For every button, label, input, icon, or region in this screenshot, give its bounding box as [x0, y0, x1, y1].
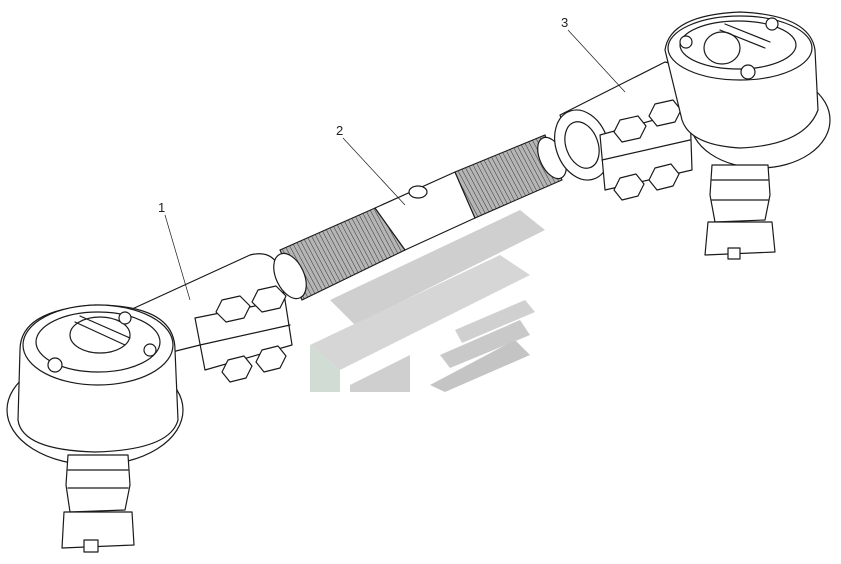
callout-leaders: [164, 29, 626, 301]
left-tie-rod-end: [6, 253, 293, 553]
leader-line-3: [567, 29, 626, 93]
callout-3: 3: [561, 15, 568, 30]
leader-line-2: [342, 137, 406, 206]
callout-2: 2: [336, 123, 343, 138]
leader-line-1: [164, 214, 191, 301]
callout-1: 1: [158, 200, 165, 215]
right-tie-rod-end: [554, 11, 831, 260]
watermark-logo: [310, 210, 545, 392]
threaded-tube: [273, 134, 567, 301]
